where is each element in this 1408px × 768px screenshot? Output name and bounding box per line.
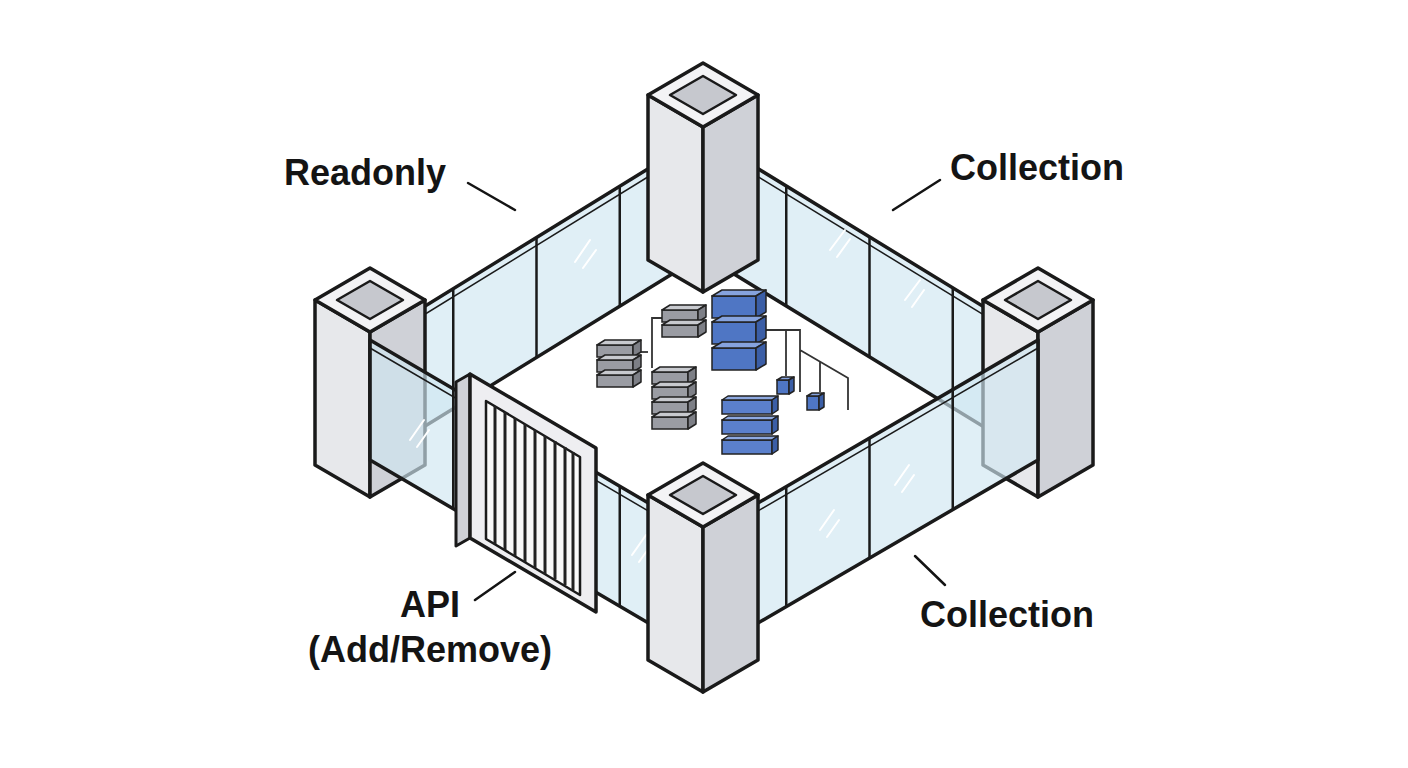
corner-pillar: [648, 495, 703, 692]
data-items: [712, 290, 766, 318]
api-gate: [544, 436, 547, 574]
api-gate: [572, 452, 575, 590]
callout-label: API (Add/Remove): [290, 582, 570, 672]
data-items: [722, 416, 778, 434]
callout-label: Readonly: [284, 150, 504, 195]
api-gate: [564, 447, 567, 585]
api-gate: [495, 406, 573, 590]
glass-glint: [417, 430, 429, 447]
data-items: [597, 290, 824, 454]
glass-glint: [575, 240, 590, 262]
glass-wall: [868, 238, 871, 358]
corner-pillar: [648, 95, 703, 292]
api-gate: [514, 418, 517, 556]
data-items: [652, 412, 696, 429]
corner-pillar: [703, 95, 758, 292]
leader-line: [468, 183, 515, 210]
glass-glint: [895, 465, 909, 485]
glass-wall: [785, 186, 788, 306]
leader-line: [915, 556, 945, 585]
glass-glint: [912, 290, 924, 307]
glass-glint: [583, 250, 596, 268]
api-gate: [494, 406, 497, 544]
api-gate: [456, 374, 470, 546]
corner-pillar: [703, 495, 758, 692]
corner-pillar: [983, 268, 1093, 332]
corner-pillar: [648, 63, 758, 127]
corner-pillar: [315, 268, 425, 332]
api-gate: [534, 430, 537, 568]
corner-pillar: [670, 76, 736, 114]
leader-line: [468, 180, 945, 600]
api-gate: [554, 441, 557, 579]
leader-line: [475, 572, 515, 600]
corner-pillar: [1005, 281, 1071, 319]
corner-pillar: [648, 463, 758, 692]
data-items: [807, 393, 824, 410]
data-items: [712, 342, 766, 370]
corner-pillar: [1038, 300, 1093, 497]
glass-glint: [905, 280, 920, 300]
glass-wall: [868, 438, 871, 558]
callout-label: Collection: [950, 145, 1190, 190]
glass-wall: [619, 186, 622, 306]
glass-wall: [785, 486, 788, 606]
data-links: [652, 318, 662, 368]
data-items: [777, 377, 794, 394]
corner-pillar: [315, 300, 370, 497]
leader-line: [893, 180, 940, 210]
api-gate: [470, 374, 596, 612]
glass-glint: [830, 230, 845, 250]
glass-glint: [837, 239, 850, 257]
data-items: [712, 316, 766, 344]
data-items: [662, 320, 706, 337]
api-gate: [486, 401, 580, 595]
callout-label: Collection: [920, 592, 1160, 637]
api-gate: [456, 374, 596, 612]
data-items: [722, 436, 778, 454]
api-gate: [524, 424, 527, 562]
glass-glint: [820, 510, 834, 530]
glass-wall: [952, 389, 955, 509]
glass-glint: [410, 420, 424, 440]
data-items: [597, 370, 641, 387]
glass-wall: [619, 486, 622, 606]
api-gate: [504, 412, 507, 550]
glass-glint: [632, 535, 646, 555]
corner-pillar: [648, 463, 758, 527]
corner-pillar: [337, 281, 403, 319]
glass-wall: [452, 389, 455, 509]
corner-pillar: [670, 476, 736, 514]
glass-glint: [827, 520, 839, 537]
data-items: [722, 396, 778, 414]
glass-wall: [535, 238, 538, 358]
glass-glint: [902, 475, 914, 492]
